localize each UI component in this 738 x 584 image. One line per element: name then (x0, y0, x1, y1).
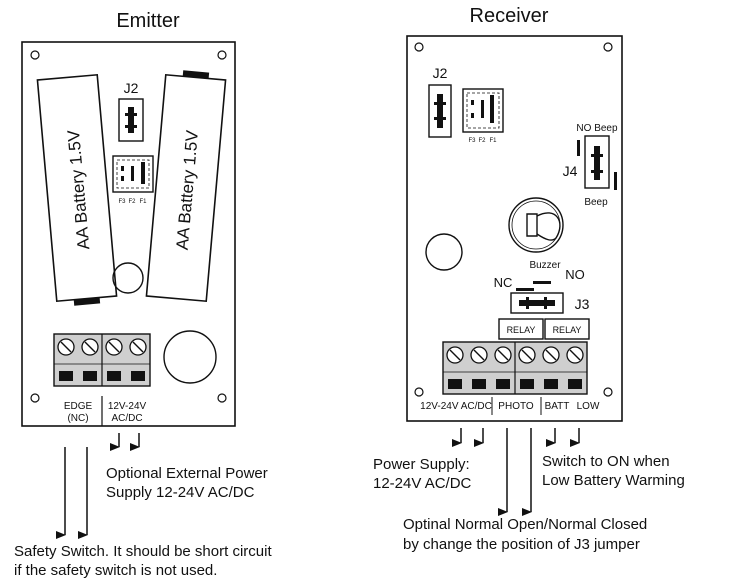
receiver-j2-label: J2 (433, 65, 448, 81)
terminal-photo-label: PHOTO (498, 401, 534, 412)
receiver-lens (425, 233, 463, 271)
relay-right-label: RELAY (553, 325, 582, 335)
j3-nc-label: NC (494, 275, 513, 290)
external-power-note-line1: Optional External Power (106, 465, 268, 482)
emitter-led-lens (163, 330, 217, 384)
emitter-small-hole (112, 262, 144, 294)
emitter-acdc-label: AC/DC (111, 413, 142, 424)
mount-hole (603, 387, 613, 397)
mount-hole (603, 42, 613, 52)
mount-hole (30, 393, 40, 403)
mount-hole (217, 50, 227, 60)
emitter-f3: F3 (118, 199, 126, 205)
mount-hole (217, 393, 227, 403)
battery-right: AA Battery 1.5V (145, 70, 227, 303)
receiver-f1: F1 (489, 138, 497, 144)
emitter-board (21, 41, 236, 427)
j3-note-line2: by change the position of J3 jumper (403, 536, 640, 553)
receiver-f3: F3 (468, 138, 476, 144)
terminal-batt-label: BATT (545, 401, 570, 412)
battery-left: AA Battery 1.5V (36, 73, 118, 306)
emitter-f2: F2 (128, 199, 136, 205)
switch-note-line2: Low Battery Warming (542, 472, 685, 489)
emitter-j2-label: J2 (124, 80, 139, 96)
switch-note-line1: Switch to ON when (542, 453, 670, 470)
j4-label: J4 (563, 163, 578, 179)
j4-no-beep-label: NO Beep (576, 123, 618, 134)
buzzer-icon (508, 197, 564, 253)
receiver-title: Receiver (470, 5, 549, 27)
relay-left-label: RELAY (507, 325, 536, 335)
emitter-terminal-block (53, 333, 151, 387)
emitter-title: Emitter (116, 10, 180, 32)
emitter-power-label: 12V-24V (108, 401, 147, 412)
j3-note-line1: Optinal Normal Open/Normal Closed (403, 516, 647, 533)
buzzer-label: Buzzer (529, 260, 561, 271)
relay-left (498, 318, 544, 340)
terminal-low-label: LOW (577, 401, 600, 412)
receiver-board (406, 35, 623, 422)
j3-label: J3 (575, 296, 590, 312)
emitter-f1: F1 (139, 199, 147, 205)
external-power-note-line2: Supply 12-24V AC/DC (106, 484, 255, 501)
power-supply-note-line2: 12-24V AC/DC (373, 475, 472, 492)
emitter-frequency-header (112, 155, 154, 193)
safety-note-line1: Safety Switch. It should be short circui… (14, 543, 272, 560)
mount-hole (414, 42, 424, 52)
j4-beep-label: Beep (584, 197, 608, 208)
receiver-terminal-block (442, 341, 588, 395)
safety-note-line2: if the safety switch is not used. (14, 562, 217, 579)
j3-no-label: NO (565, 267, 585, 282)
emitter-edge-nc-label: (NC) (67, 413, 88, 424)
emitter-edge-label: EDGE (64, 401, 93, 412)
terminal-power-label: 12V-24V AC/DC (420, 401, 492, 412)
receiver-f2: F2 (478, 138, 486, 144)
relay-right (544, 318, 590, 340)
mount-hole (414, 387, 424, 397)
mount-hole (30, 50, 40, 60)
power-supply-note-line1: Power Supply: (373, 456, 470, 473)
